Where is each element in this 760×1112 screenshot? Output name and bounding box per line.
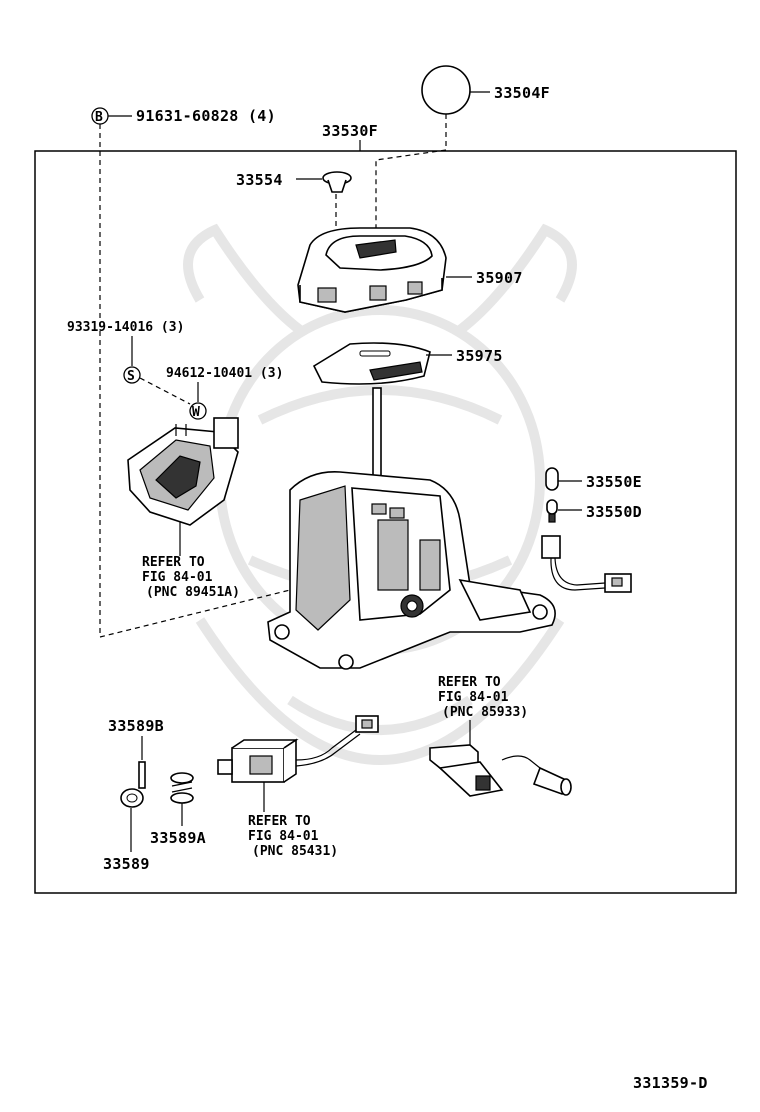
callout-35975: 35975 xyxy=(456,347,503,365)
shift-knob[interactable] xyxy=(421,65,471,115)
callout-33589: 33589 xyxy=(103,855,150,873)
svg-text:W: W xyxy=(192,405,200,420)
assembly-frame xyxy=(34,150,737,894)
screw-marker: S xyxy=(123,366,141,384)
reference-pnc: (PNC 89451A) xyxy=(146,585,240,600)
reference-label: REFER TO xyxy=(438,675,501,690)
reference-pnc: (PNC 85933) xyxy=(442,705,528,720)
callout-35907: 35907 xyxy=(476,269,523,287)
spring-33589A[interactable] xyxy=(170,772,194,804)
position-switch[interactable] xyxy=(127,417,239,526)
indicator-plate-35975[interactable] xyxy=(312,342,431,385)
shift-lever-base[interactable] xyxy=(267,387,556,670)
svg-text:S: S xyxy=(127,369,135,384)
clip-33589[interactable] xyxy=(120,788,144,808)
pin-33589B[interactable] xyxy=(138,761,146,789)
reference-figure: FIG 84-01 xyxy=(248,829,319,844)
callout-33589B: 33589B xyxy=(108,717,164,735)
reference-figure: FIG 84-01 xyxy=(142,570,213,585)
washer-marker: W xyxy=(189,402,207,420)
figure-number: 331359-D xyxy=(633,1074,708,1092)
bulb-socket-harness[interactable] xyxy=(541,535,632,593)
callout-33554: 33554 xyxy=(236,171,283,189)
bolt-marker: B xyxy=(91,107,109,125)
callout-91631-60828: 91631-60828 (4) xyxy=(136,107,276,125)
pin-33554[interactable] xyxy=(322,171,352,193)
reference-label: REFER TO xyxy=(248,814,311,829)
callout-33589A: 33589A xyxy=(150,829,206,847)
reference-label: REFER TO xyxy=(142,555,205,570)
shift-lock-solenoid[interactable] xyxy=(217,715,379,783)
reference-figure: FIG 84-01 xyxy=(438,690,509,705)
callout-33530F: 33530F xyxy=(322,122,378,140)
callout-33550D: 33550D xyxy=(586,503,642,521)
shift-housing-35907[interactable] xyxy=(297,227,447,313)
bulb-cap-33550E[interactable] xyxy=(545,467,559,491)
callout-33550E: 33550E xyxy=(586,473,642,491)
reference-pnc: (PNC 85431) xyxy=(252,844,338,859)
callout-94612-10401: 94612-10401 (3) xyxy=(166,366,283,381)
sensor-85933[interactable] xyxy=(429,744,572,797)
callout-93319-14016: 93319-14016 (3) xyxy=(67,320,184,335)
callout-33504F: 33504F xyxy=(494,84,550,102)
svg-text:B: B xyxy=(95,110,103,125)
bulb-33550D[interactable] xyxy=(546,499,558,523)
